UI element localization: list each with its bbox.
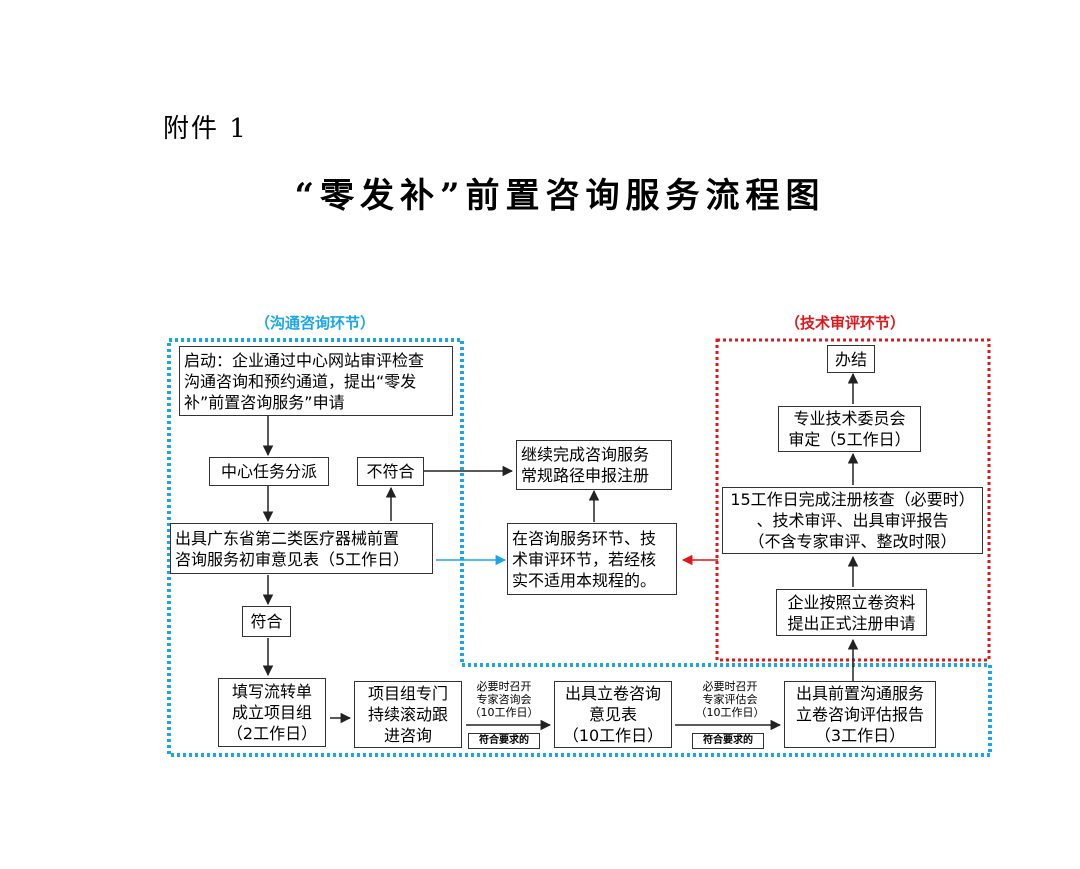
technical-section-label: （技术审评环节） <box>785 314 906 332</box>
conform-box: 符合 <box>242 606 291 637</box>
meets-requirement-tag-1: 符合要求的 <box>468 733 540 749</box>
start-box: 启动：企业通过中心网站审评检查 沟通咨询和预约通道，提出“零发 补”前置咨询服务… <box>179 346 453 416</box>
page-title: “零发补”前置咨询服务流程图 <box>294 176 826 216</box>
initial-review-box: 出具广东省第二类医疗器械前置 咨询服务初审意见表（5工作日） <box>170 523 433 574</box>
attachment-label: 附件 1 <box>163 114 248 144</box>
meets-requirement-tag-2: 符合要求的 <box>692 733 764 749</box>
exception-box: 在咨询服务环节、技 术审评环节，若经核 实不适用本规程的。 <box>507 523 677 595</box>
eval-report-box: 出具前置沟通服务 立卷咨询评估报告 （3工作日） <box>784 681 936 748</box>
nonconform-box: 不符合 <box>357 457 424 486</box>
rolling-consult-box: 项目组专门 持续滚动跟 进咨询 <box>354 681 462 748</box>
continue-box: 继续完成咨询服务 常规路径申报注册 <box>516 440 672 490</box>
dispatch-box: 中心任务分派 <box>209 457 329 486</box>
committee-box: 专业技术委员会 审定（5工作日） <box>778 406 921 452</box>
communication-section-label: （沟通咨询环节） <box>255 314 376 332</box>
expert-eval-note: 必要时召开 专家评估会 （10工作日） <box>695 680 765 719</box>
formal-apply-box: 企业按照立卷资料 提出正式注册申请 <box>776 589 927 636</box>
done-box: 办结 <box>827 345 875 373</box>
communication-section-border <box>167 338 992 757</box>
expert-consult-note: 必要时召开 专家咨询会 （10工作日） <box>469 680 539 719</box>
review-15-box: 15工作日完成注册核查（必要时） 、技术审评、出具审评报告 （不含专家审评、整改… <box>722 487 983 554</box>
filing-opinion-box: 出具立卷咨询 意见表 （10工作日） <box>554 681 672 748</box>
form-team-box: 填写流转单 成立项目组 （2工作日） <box>218 678 326 747</box>
